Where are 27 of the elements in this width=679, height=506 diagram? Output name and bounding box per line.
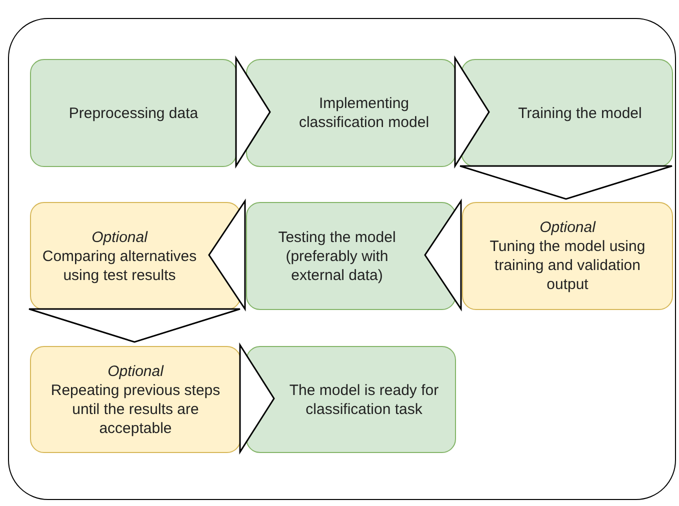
chevron-arrow — [454, 55, 490, 169]
chevron-arrow — [235, 55, 271, 169]
step-label: Preprocessing data — [68, 104, 198, 122]
chevron-arrow — [239, 342, 275, 455]
chevron-arrow — [424, 198, 462, 312]
optional-step-box — [30, 202, 241, 310]
step-tag: Optional — [92, 228, 148, 246]
chevron-arrow — [208, 198, 246, 312]
step-label: Comparing alternatives using test results — [41, 246, 198, 284]
chevron-arrow — [459, 165, 673, 200]
step-label: The model is ready for classification task — [288, 380, 440, 418]
optional-step-box — [462, 202, 673, 310]
process-box — [246, 346, 456, 453]
step-tag: Optional — [108, 362, 164, 380]
process-box — [461, 59, 673, 167]
optional-step-box — [30, 346, 241, 453]
process-box — [246, 202, 456, 310]
step-tag: Optional — [540, 218, 596, 237]
step-label: Training the model — [518, 104, 642, 122]
chevron-arrow — [28, 308, 241, 343]
step-label: Testing the model (preferably with external data) — [277, 228, 397, 284]
step-label: Repeating previous steps until the results are acceptable — [50, 380, 222, 438]
step-label: Implementing classification model — [298, 94, 430, 132]
step-label: Tuning the model using training and validation output — [488, 237, 646, 294]
frame-box — [8, 18, 676, 500]
process-box — [246, 59, 456, 167]
process-box — [30, 59, 237, 167]
